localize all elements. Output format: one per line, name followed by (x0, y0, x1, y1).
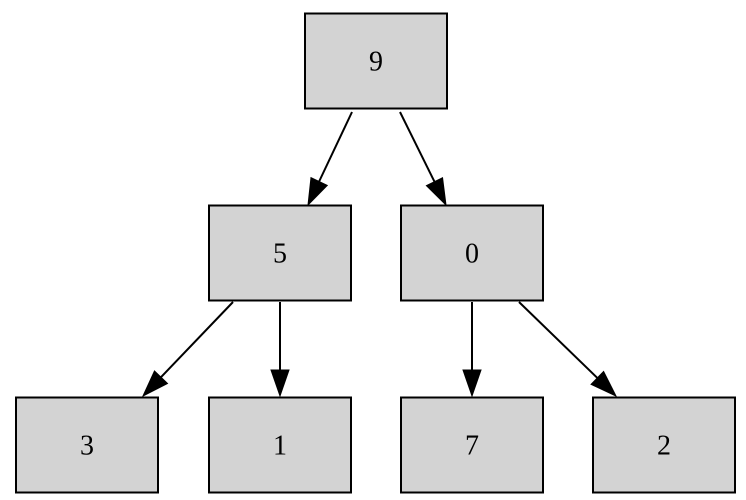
arrowhead-icon (425, 176, 447, 207)
node-label: 5 (273, 239, 287, 270)
tree-node-1: 1 (208, 396, 352, 494)
node-label: 2 (657, 431, 671, 462)
edge-n5-to-n3 (141, 301, 234, 398)
tree-node-0: 0 (400, 204, 544, 302)
edge-n0-to-n7 (462, 302, 482, 398)
edge-line (518, 301, 599, 379)
tree-node-5: 5 (208, 204, 352, 302)
node-box (208, 204, 352, 302)
edge-n0-to-n2 (518, 301, 618, 398)
edge-line (318, 111, 353, 182)
edge-n5-to-n1 (270, 302, 290, 398)
edge-n9-to-n0 (399, 111, 447, 207)
edge-n9-to-n5 (307, 111, 353, 207)
node-box (208, 396, 352, 494)
edge-line (399, 111, 436, 183)
arrowhead-icon (462, 369, 482, 398)
node-label: 7 (465, 431, 479, 462)
node-box (15, 396, 159, 494)
node-box (304, 12, 448, 110)
tree-node-3: 3 (15, 396, 159, 494)
arrowhead-icon (270, 369, 290, 398)
edge-line (160, 301, 234, 378)
node-label: 3 (80, 431, 94, 462)
tree-node-2: 2 (592, 396, 736, 494)
edges (141, 111, 618, 398)
nodes: 9 5 0 3 1 7 2 (15, 12, 736, 494)
node-label: 9 (369, 47, 383, 78)
tree-node-7: 7 (400, 396, 544, 494)
node-box (592, 396, 736, 494)
node-box (400, 396, 544, 494)
arrowhead-icon (307, 176, 329, 207)
node-label: 1 (273, 431, 287, 462)
tree-node-9: 9 (304, 12, 448, 110)
arrowhead-icon (590, 370, 618, 398)
node-label: 0 (465, 239, 479, 270)
arrowhead-icon (141, 370, 169, 398)
node-box (400, 204, 544, 302)
